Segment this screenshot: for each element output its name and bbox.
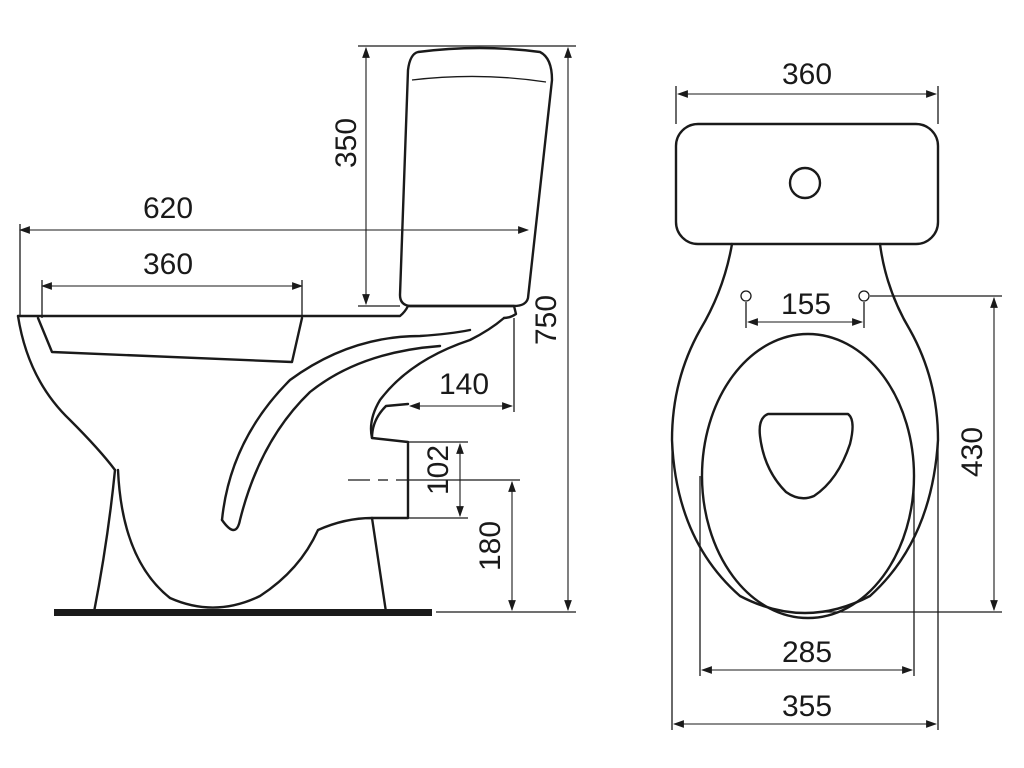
dim-430: 430 xyxy=(956,427,989,477)
seat-lid xyxy=(36,316,304,364)
top-view: 360 155 430 285 355 xyxy=(670,58,1002,730)
bowl-back xyxy=(369,316,506,520)
dim-750: 750 xyxy=(530,295,563,345)
trap-channel-inner xyxy=(220,344,442,532)
dim-355: 355 xyxy=(782,690,832,723)
dim-620: 620 xyxy=(143,192,193,225)
bowl-rim xyxy=(16,304,518,320)
tank-top xyxy=(674,122,940,246)
tank-front-edge xyxy=(411,75,547,83)
side-view: 620 360 350 750 140 102 180 xyxy=(16,45,576,616)
dim-102: 102 xyxy=(422,445,455,495)
dim-285: 285 xyxy=(782,636,832,669)
dim-350: 350 xyxy=(330,118,363,168)
dim-180: 180 xyxy=(474,521,507,571)
flush-button xyxy=(788,166,822,200)
bowl-front xyxy=(16,314,117,472)
seat-outline xyxy=(700,332,916,620)
dim-360-tank: 360 xyxy=(782,58,832,91)
bowl-opening xyxy=(758,412,854,500)
dim-360-seat: 360 xyxy=(143,248,193,281)
pedestal-curve xyxy=(116,468,388,614)
dim-155: 155 xyxy=(781,288,831,321)
tank-outline xyxy=(398,46,554,308)
floor-plate xyxy=(54,609,432,616)
trap-channel xyxy=(220,328,472,522)
hinge-hole-right xyxy=(858,290,870,302)
outlet-step xyxy=(370,402,410,440)
pedestal-front xyxy=(92,468,117,614)
bowl-outer xyxy=(670,242,940,615)
dim-140: 140 xyxy=(439,368,489,401)
hinge-hole-left xyxy=(740,290,752,302)
